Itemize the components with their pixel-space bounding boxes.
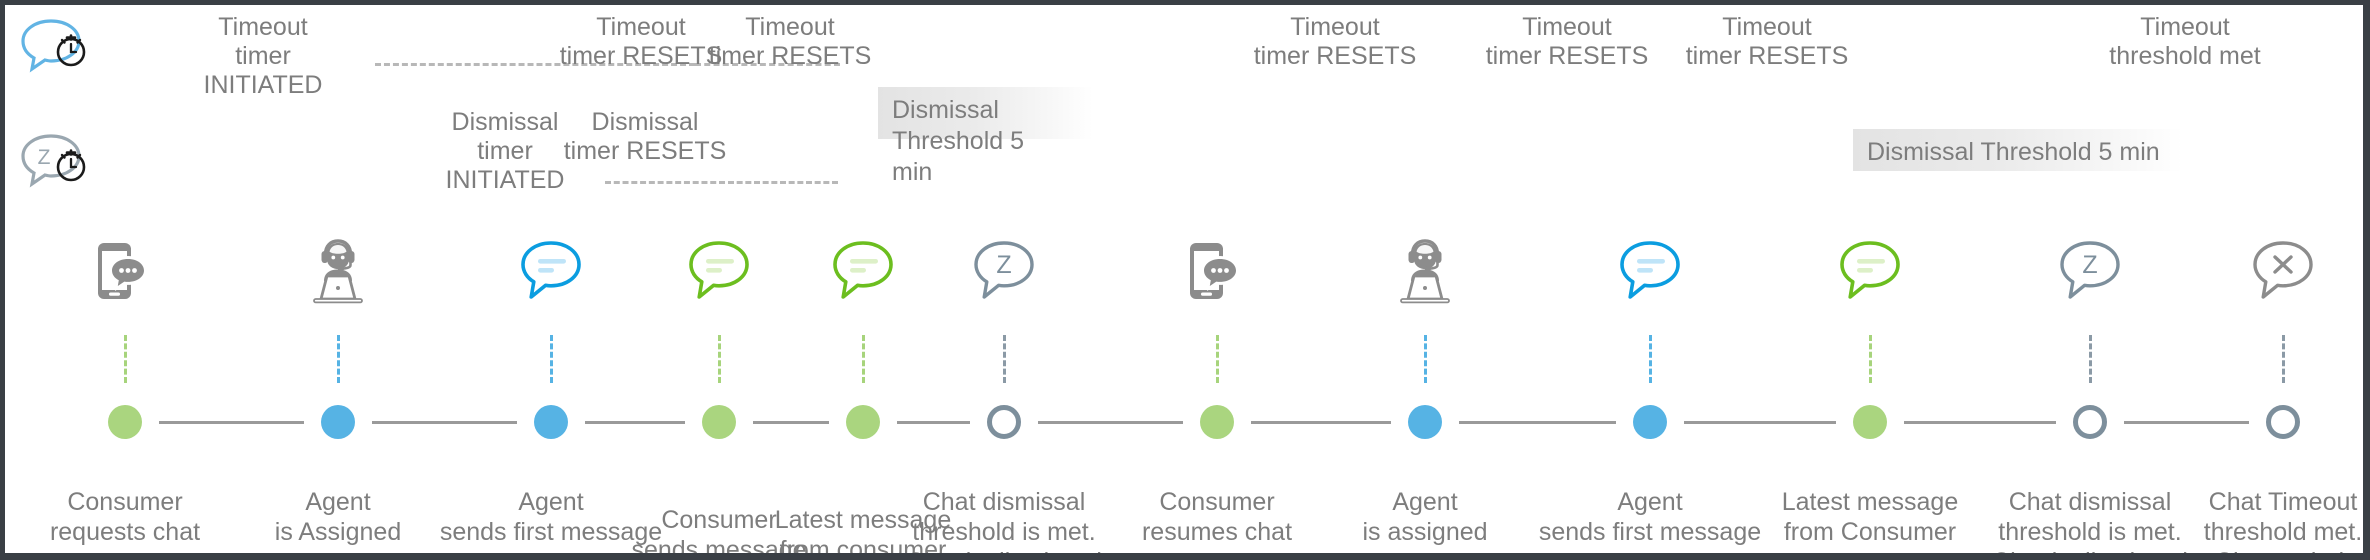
timeline-node-6[interactable]: [1200, 405, 1234, 439]
diagram-canvas: Z Timeout timer INITIATED Timeout timer R…: [5, 5, 2363, 553]
axis-segment-7: [1459, 421, 1616, 424]
timeout-label-1: Timeout timer RESETS: [559, 13, 723, 70]
dismissal-label-0: Dismissal timer INITIATED: [445, 108, 565, 194]
timeline-node-10[interactable]: [2073, 405, 2107, 439]
agent-headset-laptop-icon: [301, 233, 375, 307]
chat-bubble-green-icon: [1833, 233, 1907, 307]
svg-text:Z: Z: [2082, 251, 2097, 279]
connector-11: [2282, 335, 2285, 383]
event-label-3: Consumer sends message: [631, 506, 807, 553]
timeline-node-7[interactable]: [1408, 405, 1442, 439]
event-label-5: Chat dismissal threshold is met. Chat is…: [906, 488, 1102, 553]
event-label-0: Consumer requests chat: [49, 488, 201, 546]
timeline-node-8[interactable]: [1633, 405, 1667, 439]
chat-bubble-green-icon: [682, 233, 756, 307]
timeout-label-4: Timeout timer RESETS: [1485, 13, 1649, 70]
chat-bubble-blue-icon: [1613, 233, 1687, 307]
timeout-label-5: Timeout timer RESETS: [1685, 13, 1849, 70]
svg-text:Z: Z: [996, 251, 1011, 279]
timeout-rail-1: [375, 63, 695, 66]
timeout-label-2: Timeout timer RESETS: [708, 13, 872, 70]
connector-1: [337, 335, 340, 383]
sleep-bubble-icon: Z: [967, 233, 1041, 307]
connector-10: [2089, 335, 2092, 383]
event-label-6: Consumer resumes chat: [1141, 488, 1293, 546]
axis-segment-8: [1684, 421, 1836, 424]
axis-segment-5: [1038, 421, 1183, 424]
connector-3: [718, 335, 721, 383]
dismissal-rail-1: [605, 181, 725, 184]
timeout-timer-legend: [17, 15, 89, 73]
dismissal-threshold-box-0: Dismissal Threshold 5 min: [878, 87, 1093, 186]
connector-7: [1424, 335, 1427, 383]
axis-segment-4: [897, 421, 970, 424]
dismissal-rail-2: [728, 181, 838, 184]
connector-6: [1216, 335, 1219, 383]
axis-segment-3: [753, 421, 829, 424]
connector-0: [124, 335, 127, 383]
mobile-chat-icon: [88, 233, 162, 307]
connector-5: [1003, 335, 1006, 383]
axis-segment-9: [1904, 421, 2056, 424]
axis-segment-2: [585, 421, 685, 424]
axis-segment-10: [2124, 421, 2249, 424]
event-label-4: Latest message from consumer: [774, 506, 952, 553]
event-label-9: Latest message from Consumer: [1781, 488, 1959, 546]
agent-headset-laptop-icon: [1388, 233, 1462, 307]
event-label-8: Agent sends first message: [1538, 488, 1762, 546]
event-label-2: Agent sends first message: [439, 488, 663, 546]
connector-8: [1649, 335, 1652, 383]
timeline-node-0[interactable]: [108, 405, 142, 439]
timeline-node-4[interactable]: [846, 405, 880, 439]
dismissal-threshold-box-1: Dismissal Threshold 5 min: [1853, 129, 2183, 171]
svg-text:Z: Z: [38, 146, 51, 169]
connector-4: [862, 335, 865, 383]
axis-segment-6: [1251, 421, 1391, 424]
timeline-node-3[interactable]: [702, 405, 736, 439]
timeout-rail-2: [695, 63, 840, 66]
close-bubble-icon: [2246, 233, 2320, 307]
event-label-1: Agent is Assigned: [274, 488, 402, 546]
timeline-node-9[interactable]: [1853, 405, 1887, 439]
timeline-node-11[interactable]: [2266, 405, 2300, 439]
event-label-11: Chat Timeout threshold met. Chat ended.: [2203, 488, 2363, 553]
dismissal-label-1: Dismissal timer RESETS: [563, 108, 727, 165]
axis-segment-1: [372, 421, 517, 424]
timeline-node-1[interactable]: [321, 405, 355, 439]
chat-bubble-stopwatch-icon: [17, 15, 89, 73]
dismissal-timer-legend: Z: [17, 130, 89, 188]
timeout-label-3: Timeout timer RESETS: [1253, 13, 1417, 70]
timeout-label-0: Timeout timer INITIATED: [203, 13, 323, 99]
event-label-7: Agent is assigned: [1362, 488, 1488, 546]
timeout-label-6: Timeout threshold met: [2109, 13, 2261, 70]
connector-9: [1869, 335, 1872, 383]
chat-bubble-blue-icon: [514, 233, 588, 307]
mobile-chat-icon: [1180, 233, 1254, 307]
connector-2: [550, 335, 553, 383]
sleep-bubble-icon: Z: [2053, 233, 2127, 307]
axis-segment-0: [159, 421, 304, 424]
chat-bubble-green-icon: [826, 233, 900, 307]
sleep-bubble-stopwatch-icon: Z: [17, 130, 89, 188]
timeline-node-5[interactable]: [987, 405, 1021, 439]
event-label-10: Chat dismissal threshold is met. Chat is…: [1992, 488, 2188, 553]
timeline-node-2[interactable]: [534, 405, 568, 439]
